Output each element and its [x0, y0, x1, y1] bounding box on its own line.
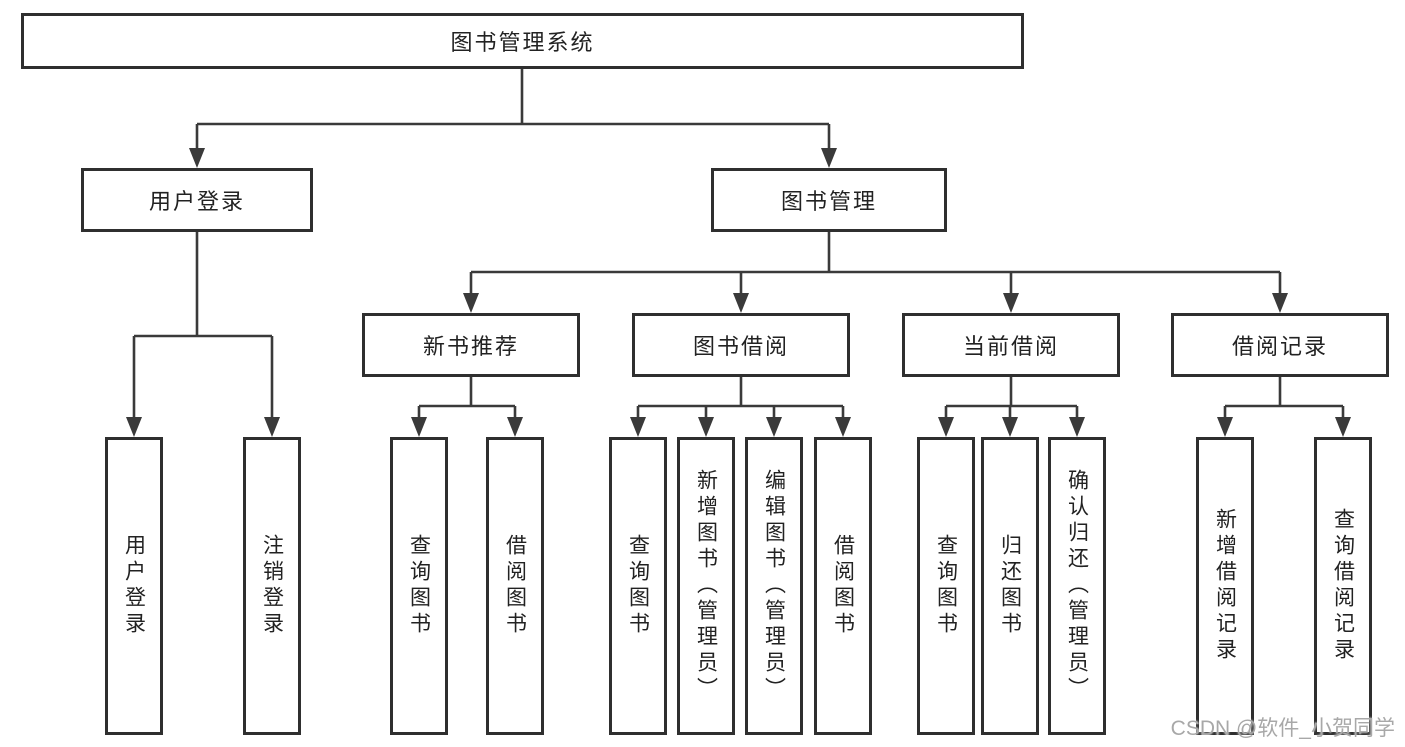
leaf-label: 查询图书 — [934, 534, 958, 638]
leaf-label: 查询图书 — [626, 534, 650, 638]
group-current-borrow: 当前借阅 — [902, 313, 1120, 377]
leaf-label: 注销登录 — [260, 534, 284, 638]
leaf-label: 用户登录 — [122, 534, 146, 638]
csdn-watermark: CSDN @软件_小贺同学 — [1170, 717, 1395, 740]
branch-book-management: 图书管理 — [711, 168, 947, 232]
group-label: 新书推荐 — [422, 334, 519, 359]
branch-label: 用户登录 — [148, 189, 245, 214]
leaf-confirm-return-admin: 确认归还（管理员） — [1048, 437, 1106, 735]
leaf-label: 确认归还（管理员） — [1065, 469, 1089, 703]
leaf-add-borrow-record: 新增借阅记录 — [1196, 437, 1254, 735]
leaf-label: 编辑图书（管理员） — [762, 469, 786, 703]
group-borrow-records: 借阅记录 — [1171, 313, 1389, 377]
leaf-label: 借阅图书 — [503, 534, 527, 638]
leaf-label: 查询借阅记录 — [1331, 508, 1355, 664]
leaf-user-login: 用户登录 — [105, 437, 163, 735]
leaf-edit-books-admin: 编辑图书（管理员） — [745, 437, 803, 735]
group-new-book-recommend: 新书推荐 — [362, 313, 580, 377]
leaf-label: 查询图书 — [407, 534, 431, 638]
group-label: 借阅记录 — [1231, 334, 1328, 359]
leaf-label: 新增借阅记录 — [1213, 508, 1237, 664]
group-label: 当前借阅 — [962, 334, 1059, 359]
leaf-logout: 注销登录 — [243, 437, 301, 735]
group-book-borrow: 图书借阅 — [632, 313, 850, 377]
leaf-label: 新增图书（管理员） — [694, 469, 718, 703]
branch-user-login: 用户登录 — [81, 168, 313, 232]
root-node-label: 图书管理系统 — [450, 30, 595, 55]
leaf-borrow-books: 借阅图书 — [814, 437, 872, 735]
leaf-query-books-borrow: 查询图书 — [609, 437, 667, 735]
group-label: 图书借阅 — [692, 334, 789, 359]
leaf-query-books-current: 查询图书 — [917, 437, 975, 735]
leaf-query-borrow-record: 查询借阅记录 — [1314, 437, 1372, 735]
leaf-query-books-recommend: 查询图书 — [390, 437, 448, 735]
branch-label: 图书管理 — [780, 189, 877, 214]
leaf-return-books: 归还图书 — [981, 437, 1039, 735]
leaf-label: 归还图书 — [998, 534, 1022, 638]
leaf-borrow-books-recommend: 借阅图书 — [486, 437, 544, 735]
leaf-add-books-admin: 新增图书（管理员） — [677, 437, 735, 735]
root-node-library-system: 图书管理系统 — [21, 13, 1024, 69]
leaf-label: 借阅图书 — [831, 534, 855, 638]
